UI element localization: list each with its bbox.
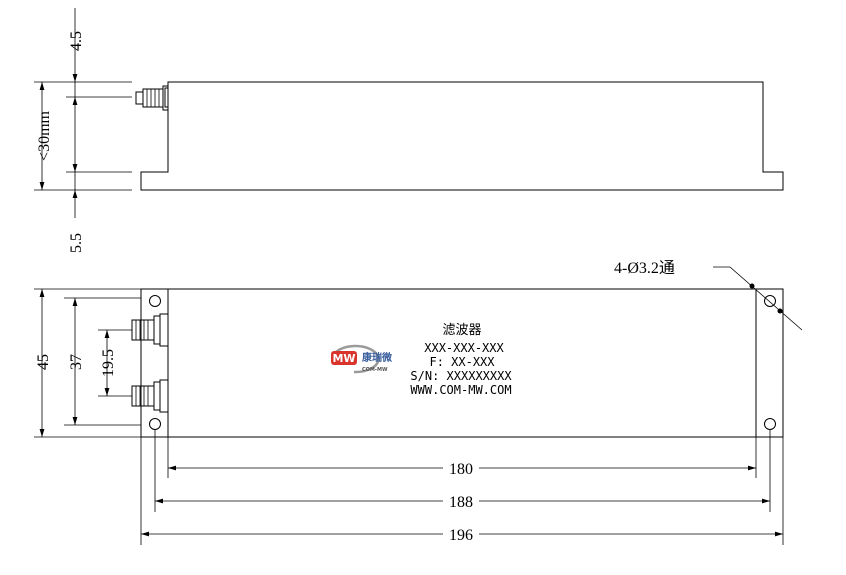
- label-name: 滤波器: [442, 323, 481, 338]
- label-serial: S/N: XXXXXXXXX: [410, 369, 512, 383]
- mount-hole-top-right: [764, 295, 776, 307]
- overall-length-dim: 196: [449, 527, 473, 544]
- top-gap-dim: 4.5: [68, 31, 85, 51]
- label-freq: F: XX-XXX: [429, 355, 495, 369]
- front-connector-top: [131, 313, 169, 347]
- front-connector-bottom: [131, 379, 169, 413]
- side-view-body-outline: [140, 81, 784, 191]
- product-label: 滤波器 XXX-XXX-XXX F: XX-XXX S/N: XXXXXXXXX…: [410, 323, 512, 397]
- side-height-dim: <30mm: [36, 110, 53, 160]
- company-logo: MW 康瑞微 COM-MW: [331, 344, 393, 374]
- logo-sub: COM-MW: [362, 367, 388, 373]
- mount-hole-bottom-right: [764, 418, 776, 430]
- mount-hole-bottom-left: [149, 418, 161, 430]
- logo-name: 康瑞微: [362, 351, 393, 364]
- body-length-dim: 180: [449, 461, 473, 478]
- label-website: WWW.COM-MW.COM: [410, 383, 511, 397]
- logo-mark: MW: [332, 352, 355, 365]
- hole-note-leader: [729, 266, 803, 331]
- side-view: 4.5 <30mm 5.5: [34, 8, 784, 253]
- port-spacing-inner-dim: 19.5: [100, 349, 117, 377]
- label-model: XXX-XXX-XXX: [424, 341, 504, 355]
- flange-dim: 5.5: [68, 233, 85, 253]
- front-flange-outline: [140, 288, 784, 438]
- side-connector: [135, 85, 169, 111]
- front-view: 45 37 19.5 4-Ø3.2通 180 188 196 MW 康瑞微 CO…: [34, 259, 803, 545]
- height-dim: 45: [35, 354, 52, 370]
- hole-note: 4-Ø3.2通: [614, 259, 675, 277]
- mount-hole-top-left: [149, 295, 161, 307]
- hole-spacing-dim: 188: [449, 494, 473, 511]
- port-spacing-outer-dim: 37: [68, 354, 85, 370]
